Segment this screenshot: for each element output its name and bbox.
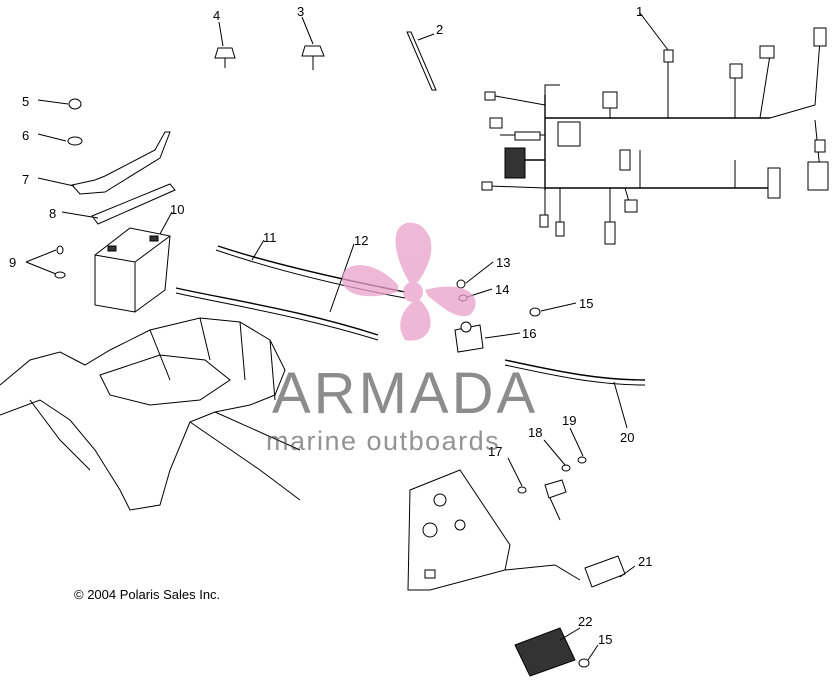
hardware-parts	[54, 31, 437, 279]
callout-11: 11	[263, 230, 277, 245]
callout-9: 9	[9, 255, 16, 270]
callout-3: 3	[297, 4, 304, 19]
callout-12: 12	[354, 233, 368, 248]
solenoid	[454, 321, 484, 353]
vehicle-frame	[0, 317, 301, 511]
callout-21: 21	[638, 554, 652, 569]
callout-labels: 1 2 3 4 5 6 7 8 9 10 11 12 13 14 15 16 1…	[9, 4, 652, 647]
callout-19: 19	[562, 413, 576, 428]
callout-10: 10	[170, 202, 184, 217]
callout-14: 14	[495, 282, 509, 297]
battery	[94, 227, 171, 313]
callout-15-lower: 15	[598, 632, 612, 647]
cables	[175, 245, 646, 386]
callout-1: 1	[636, 4, 643, 19]
callout-15-upper: 15	[579, 296, 593, 311]
callout-5: 5	[22, 94, 29, 109]
callout-13: 13	[496, 255, 510, 270]
callout-18: 18	[528, 425, 542, 440]
callout-7: 7	[22, 172, 29, 187]
callout-8: 8	[49, 206, 56, 221]
callout-4: 4	[213, 8, 220, 23]
callout-16: 16	[522, 326, 536, 341]
callout-22: 22	[578, 614, 592, 629]
callout-20: 20	[620, 430, 634, 445]
leader-lines	[25, 12, 669, 661]
callout-6: 6	[22, 128, 29, 143]
callout-17: 17	[488, 444, 502, 459]
callout-2: 2	[436, 22, 443, 37]
copyright-notice: © 2004 Polaris Sales Inc.	[74, 587, 221, 602]
watermark-subtitle: marine outboards	[266, 426, 501, 456]
watermark-propeller-icon	[342, 222, 476, 341]
wiring-harness	[481, 27, 829, 245]
watermark-title: ARMADA	[272, 361, 539, 426]
